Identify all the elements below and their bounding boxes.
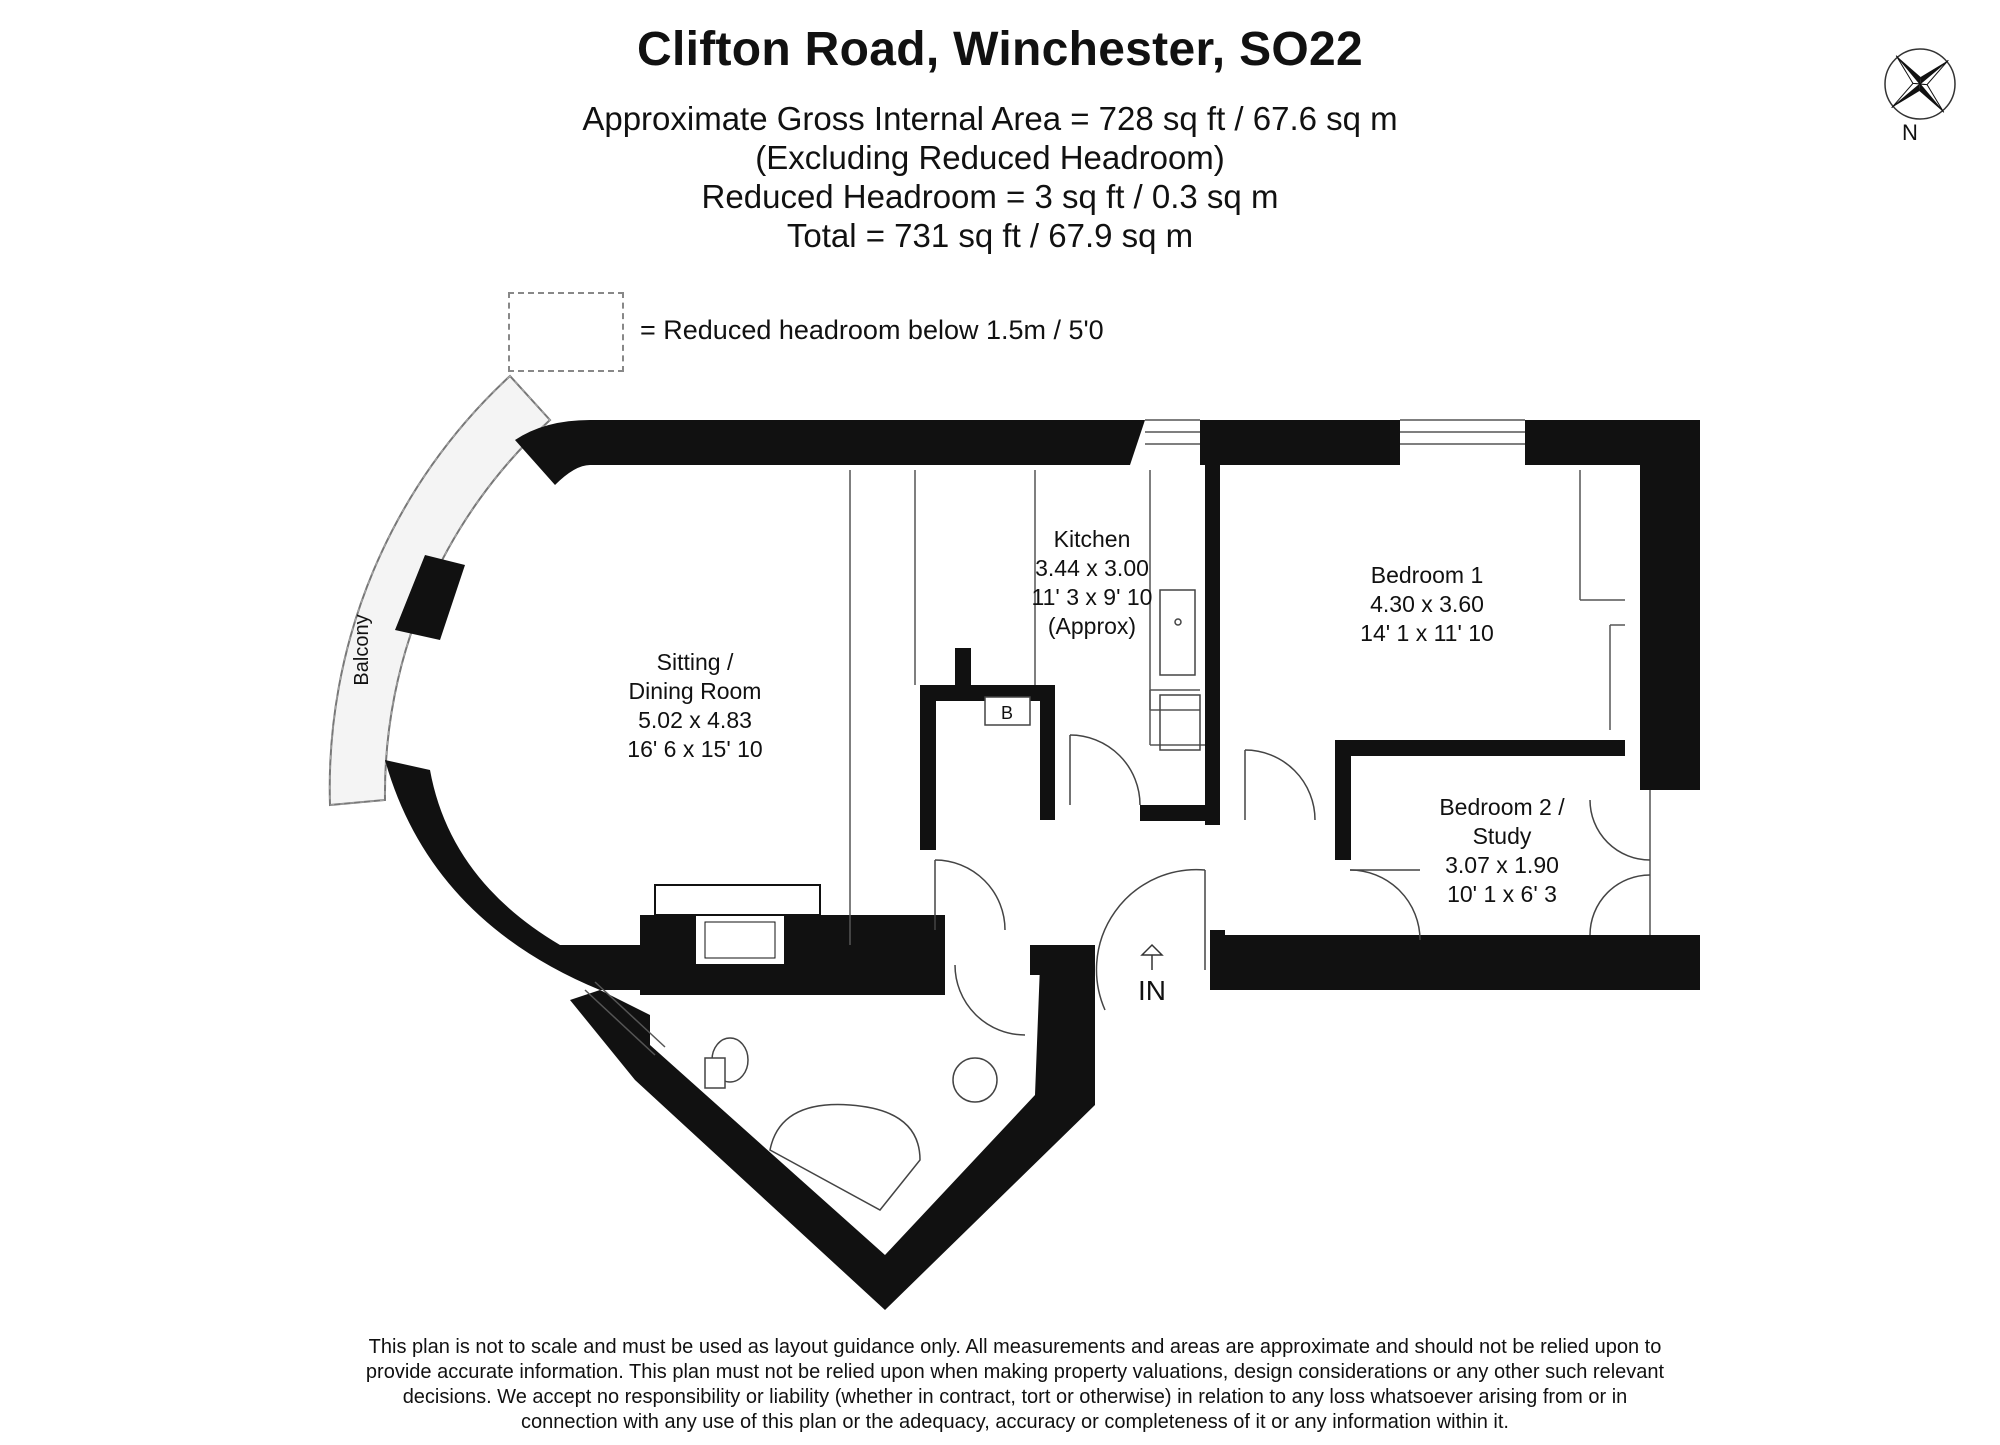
balcony-label: Balcony [351, 614, 373, 685]
sitting-room-name-2: Dining Room [629, 678, 762, 704]
bedroom2-name-2: Study [1473, 823, 1532, 849]
bedroom1-metric: 4.30 x 3.60 [1370, 591, 1484, 617]
doors [934, 734, 1651, 1036]
disclaimer-line-1: This plan is not to scale and must be us… [368, 1336, 1662, 1358]
sink-icon [952, 1057, 998, 1103]
bedroom2-metric: 3.07 x 1.90 [1445, 852, 1559, 878]
fireplace [654, 884, 821, 966]
disclaimer: This plan is not to scale and must be us… [290, 1335, 1740, 1435]
bathroom-fixtures [704, 1037, 998, 1211]
kitchen-name: Kitchen [1054, 526, 1131, 552]
disclaimer-line-4: connection with any use of this plan or … [521, 1411, 1509, 1433]
excluding-line: (Excluding Reduced Headroom) [755, 139, 1225, 176]
entrance: IN [1138, 943, 1166, 1006]
kitchen-fittings [1159, 589, 1201, 751]
disclaimer-line-3: decisions. We accept no responsibility o… [402, 1386, 1628, 1408]
gross-area-line: Approximate Gross Internal Area = 728 sq… [582, 100, 1398, 137]
north-compass-icon: N [1884, 48, 1956, 144]
disclaimer-line-2: provide accurate information. This plan … [365, 1361, 1665, 1383]
windows [584, 419, 1525, 1056]
kitchen-note: (Approx) [1048, 613, 1136, 639]
legend-text: = Reduced headroom below 1.5m / 5'0 [640, 315, 1104, 345]
bath-icon [769, 1103, 921, 1211]
sitting-room-metric: 5.02 x 4.83 [638, 707, 752, 733]
reduced-headroom-legend-swatch [508, 292, 624, 372]
balcony: Balcony [328, 374, 552, 807]
bedroom1-imperial: 14' 1 x 11' 10 [1360, 620, 1494, 646]
reduced-headroom-line: Reduced Headroom = 3 sq ft / 0.3 sq m [701, 178, 1279, 215]
bedroom2-imperial: 10' 1 x 6' 3 [1447, 881, 1557, 907]
kitchen-imperial: 11' 3 x 9' 10 [1032, 584, 1153, 610]
room-labels: Sitting / Dining Room 5.02 x 4.83 16' 6 … [627, 526, 1565, 907]
entrance-arrow-icon [1140, 943, 1164, 970]
entrance-label: IN [1138, 975, 1166, 1006]
kitchen-metric: 3.44 x 3.00 [1035, 555, 1149, 581]
boiler: B [984, 696, 1031, 726]
total-area-line: Total = 731 sq ft / 67.9 sq m [786, 217, 1194, 254]
interior-lines [849, 470, 1651, 945]
boiler-label: B [1001, 703, 1013, 723]
sitting-room-imperial: 16' 6 x 15' 10 [627, 736, 762, 762]
plan-title: Clifton Road, Winchester, SO22 [636, 23, 1364, 76]
bedroom1-name: Bedroom 1 [1371, 562, 1484, 588]
bedroom2-name-1: Bedroom 2 / [1439, 794, 1565, 820]
compass-north-label: N [1902, 120, 1918, 144]
sitting-room-name-1: Sitting / [657, 649, 734, 675]
walls [385, 420, 1700, 1310]
